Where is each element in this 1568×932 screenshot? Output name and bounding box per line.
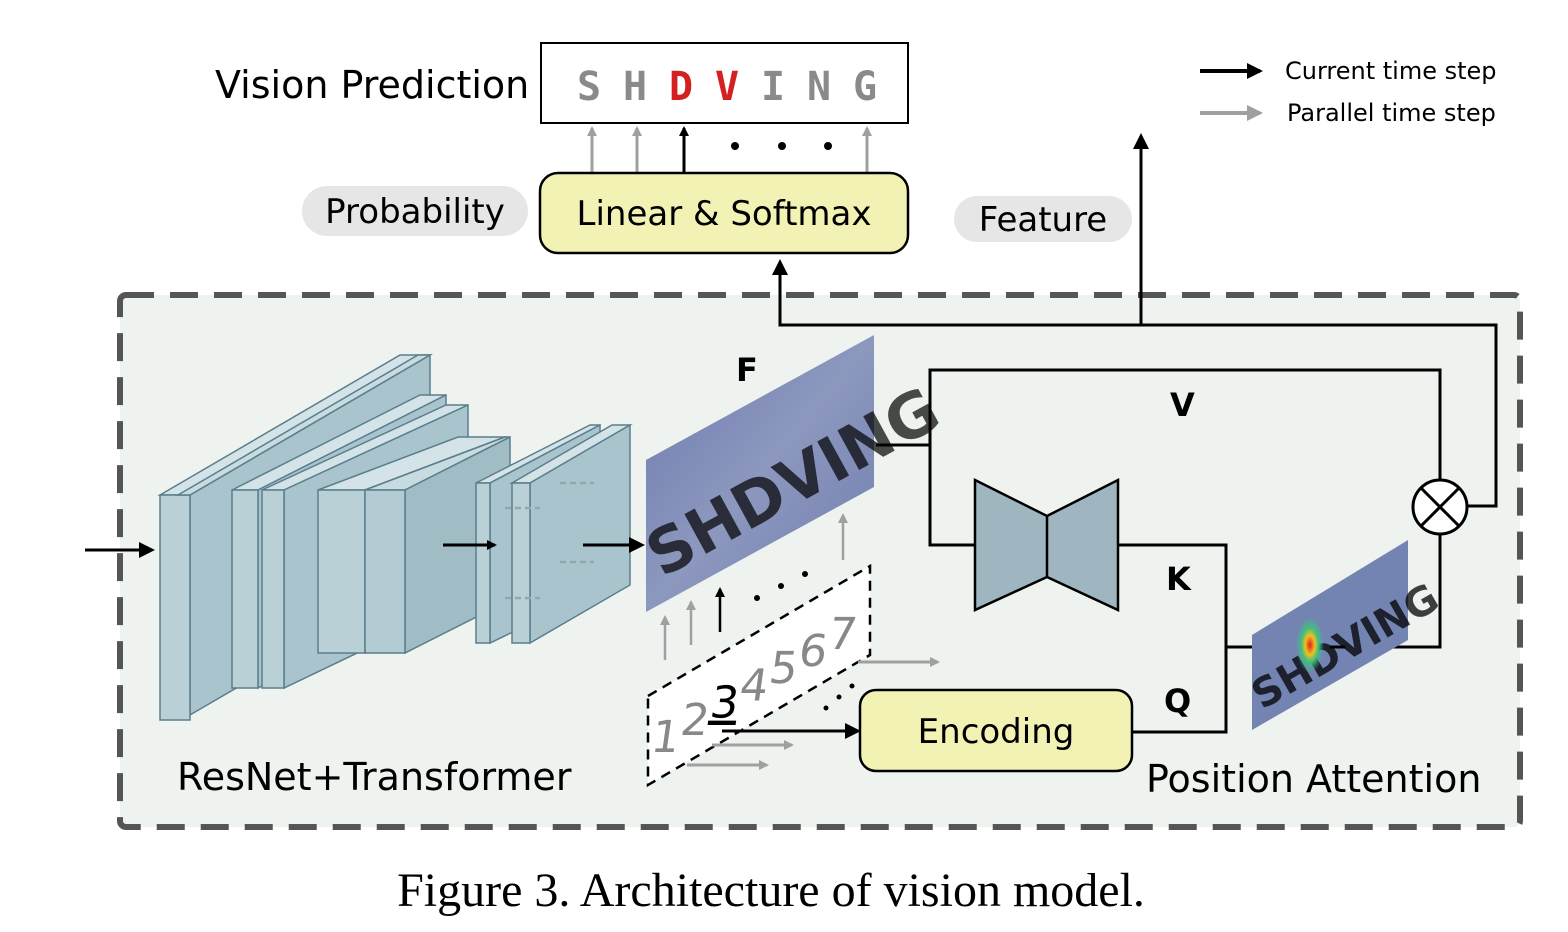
feature-map-label: F — [736, 351, 758, 389]
probability-pill — [302, 186, 528, 236]
k-path — [1118, 543, 1228, 734]
ellipsis-dot — [731, 142, 739, 150]
prediction-char: V — [715, 64, 741, 110]
model-panel — [117, 292, 1523, 830]
prediction-char: N — [807, 64, 833, 110]
vision-prediction-box — [540, 42, 909, 124]
ellipsis-dot — [824, 142, 832, 150]
vision-prediction-label: Vision Prediction — [215, 63, 529, 107]
feature-label: Feature — [979, 200, 1107, 240]
attention-heat-spot — [1296, 617, 1324, 673]
prediction-char: I — [761, 64, 787, 110]
prediction-char: H — [623, 64, 649, 110]
prediction-char: S — [577, 64, 603, 110]
ellipsis-dot — [778, 583, 784, 589]
encoding-label: Encoding — [918, 712, 1075, 752]
resnet-transformer-label: ResNet+Transformer — [177, 755, 572, 799]
legend-parallel-label: Parallel time step — [1287, 99, 1496, 127]
v-path — [928, 368, 1442, 480]
linear-softmax-label: Linear & Softmax — [577, 194, 872, 234]
cross-multiply-icon — [1411, 478, 1469, 536]
prediction-char: G — [853, 64, 879, 110]
position-attention-label: Position Attention — [1146, 757, 1481, 801]
k-label: K — [1166, 560, 1192, 598]
probability-label: Probability — [325, 192, 505, 232]
ellipsis-dot — [823, 705, 829, 711]
f-to-encoder-path — [928, 445, 975, 547]
ellipsis-dot — [778, 142, 786, 150]
legend-current-label: Current time step — [1285, 57, 1497, 85]
figure-caption: Figure 3. Architecture of vision model. — [397, 864, 1145, 917]
ellipsis-dot — [849, 683, 855, 689]
q-label: Q — [1164, 682, 1191, 720]
prediction-char: D — [669, 64, 695, 110]
position-index-strip — [646, 563, 872, 788]
ellipsis-dot — [802, 571, 808, 577]
attention-output-path — [772, 259, 1498, 508]
v-label: V — [1170, 386, 1195, 424]
ellipsis-dot — [754, 595, 760, 601]
feature-pill — [954, 196, 1132, 242]
ellipsis-dot — [836, 694, 842, 700]
linear-softmax-block — [538, 171, 910, 255]
